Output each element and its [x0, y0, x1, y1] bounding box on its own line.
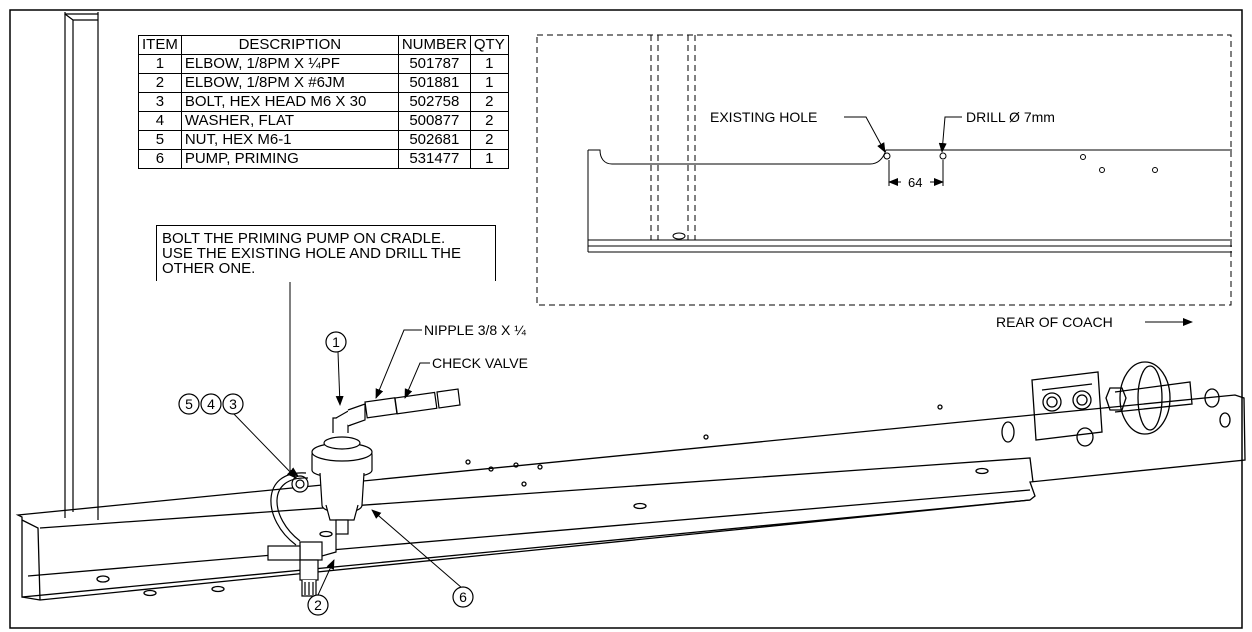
balloon-3-text: 3 — [229, 396, 237, 412]
drill-label: DRILL Ø 7mm — [966, 109, 1055, 125]
note-line: OTHER ONE. — [162, 260, 256, 277]
table-row: 3 BOLT, HEX HEAD M6 X 30 502758 2 — [138, 92, 509, 112]
table-row: 5 NUT, HEX M6-1 502681 2 — [138, 130, 509, 150]
balloon-6 — [452, 586, 474, 608]
bom-number: 531477 — [397, 149, 471, 169]
table-row: 2 ELBOW, 1/8PM X #6JM 501881 1 — [138, 73, 509, 93]
balloons — [178, 331, 474, 616]
balloon-1-text: 1 — [332, 334, 340, 350]
balloon-4 — [200, 393, 222, 415]
note-line: BOLT THE PRIMING PUMP ON CRADLE. — [162, 230, 446, 247]
balloon-5 — [178, 393, 200, 415]
check-valve-label: CHECK VALVE — [432, 355, 528, 371]
bom-header-description: DESCRIPTION — [180, 35, 399, 55]
existing-hole-label: EXISTING HOLE — [710, 109, 817, 125]
balloon-3 — [222, 393, 244, 415]
bom-item: 1 — [138, 54, 182, 74]
balloon-4-text: 4 — [207, 396, 215, 412]
bill-of-materials-table: ITEM DESCRIPTION NUMBER QTY 1 ELBOW, 1/8… — [138, 35, 509, 169]
priming-pump — [267, 388, 461, 597]
bom-description: PUMP, PRIMING — [180, 149, 399, 169]
cradle-rail — [15, 361, 1246, 601]
bom-description: ELBOW, 1/8PM X ¼PF — [180, 54, 399, 74]
nipple-label: NIPPLE 3/8 X ¼ — [424, 322, 526, 338]
table-row: 6 PUMP, PRIMING 531477 1 — [138, 149, 509, 169]
bom-item: 6 — [138, 149, 182, 169]
bom-qty: 1 — [469, 73, 509, 93]
bom-qty: 1 — [469, 149, 509, 169]
bom-qty: 2 — [469, 92, 509, 112]
bom-item: 3 — [138, 92, 182, 112]
bom-qty: 1 — [469, 54, 509, 74]
balloon-2-text: 2 — [314, 597, 322, 613]
vertical-tube — [64, 12, 99, 520]
drawing-border — [9, 9, 1243, 629]
bom-number: 502681 — [397, 130, 471, 150]
balloon-5-text: 5 — [185, 396, 193, 412]
bom-header-item: ITEM — [138, 35, 182, 55]
bom-number: 502758 — [397, 92, 471, 112]
bom-description: WASHER, FLAT — [180, 111, 399, 131]
bom-header-qty: QTY — [469, 35, 509, 55]
bom-qty: 2 — [469, 130, 509, 150]
bom-item: 5 — [138, 130, 182, 150]
instruction-note: BOLT THE PRIMING PUMP ON CRADLE. USE THE… — [156, 225, 496, 281]
balloon-1 — [325, 331, 347, 353]
dimension-64-label: 64 — [908, 175, 922, 190]
bom-header-number: NUMBER — [397, 35, 471, 55]
bom-item: 4 — [138, 111, 182, 131]
leader-lines — [231, 282, 1193, 596]
bom-number: 501787 — [397, 54, 471, 74]
bom-description: ELBOW, 1/8PM X #6JM — [180, 73, 399, 93]
table-row: 4 WASHER, FLAT 500877 2 — [138, 111, 509, 131]
rear-of-coach-label: REAR OF COACH — [996, 314, 1113, 330]
bom-item: 2 — [138, 73, 182, 93]
note-line: USE THE EXISTING HOLE AND DRILL THE — [162, 245, 461, 262]
balloon-2 — [307, 594, 329, 616]
balloon-6-text: 6 — [459, 589, 467, 605]
bom-description: BOLT, HEX HEAD M6 X 30 — [180, 92, 399, 112]
bom-number: 501881 — [397, 73, 471, 93]
bom-qty: 2 — [469, 111, 509, 131]
bom-description: NUT, HEX M6-1 — [180, 130, 399, 150]
table-row: 1 ELBOW, 1/8PM X ¼PF 501787 1 — [138, 54, 509, 74]
bom-number: 500877 — [397, 111, 471, 131]
bom-header-row: ITEM DESCRIPTION NUMBER QTY — [138, 35, 509, 55]
detail-view — [536, 34, 1232, 306]
